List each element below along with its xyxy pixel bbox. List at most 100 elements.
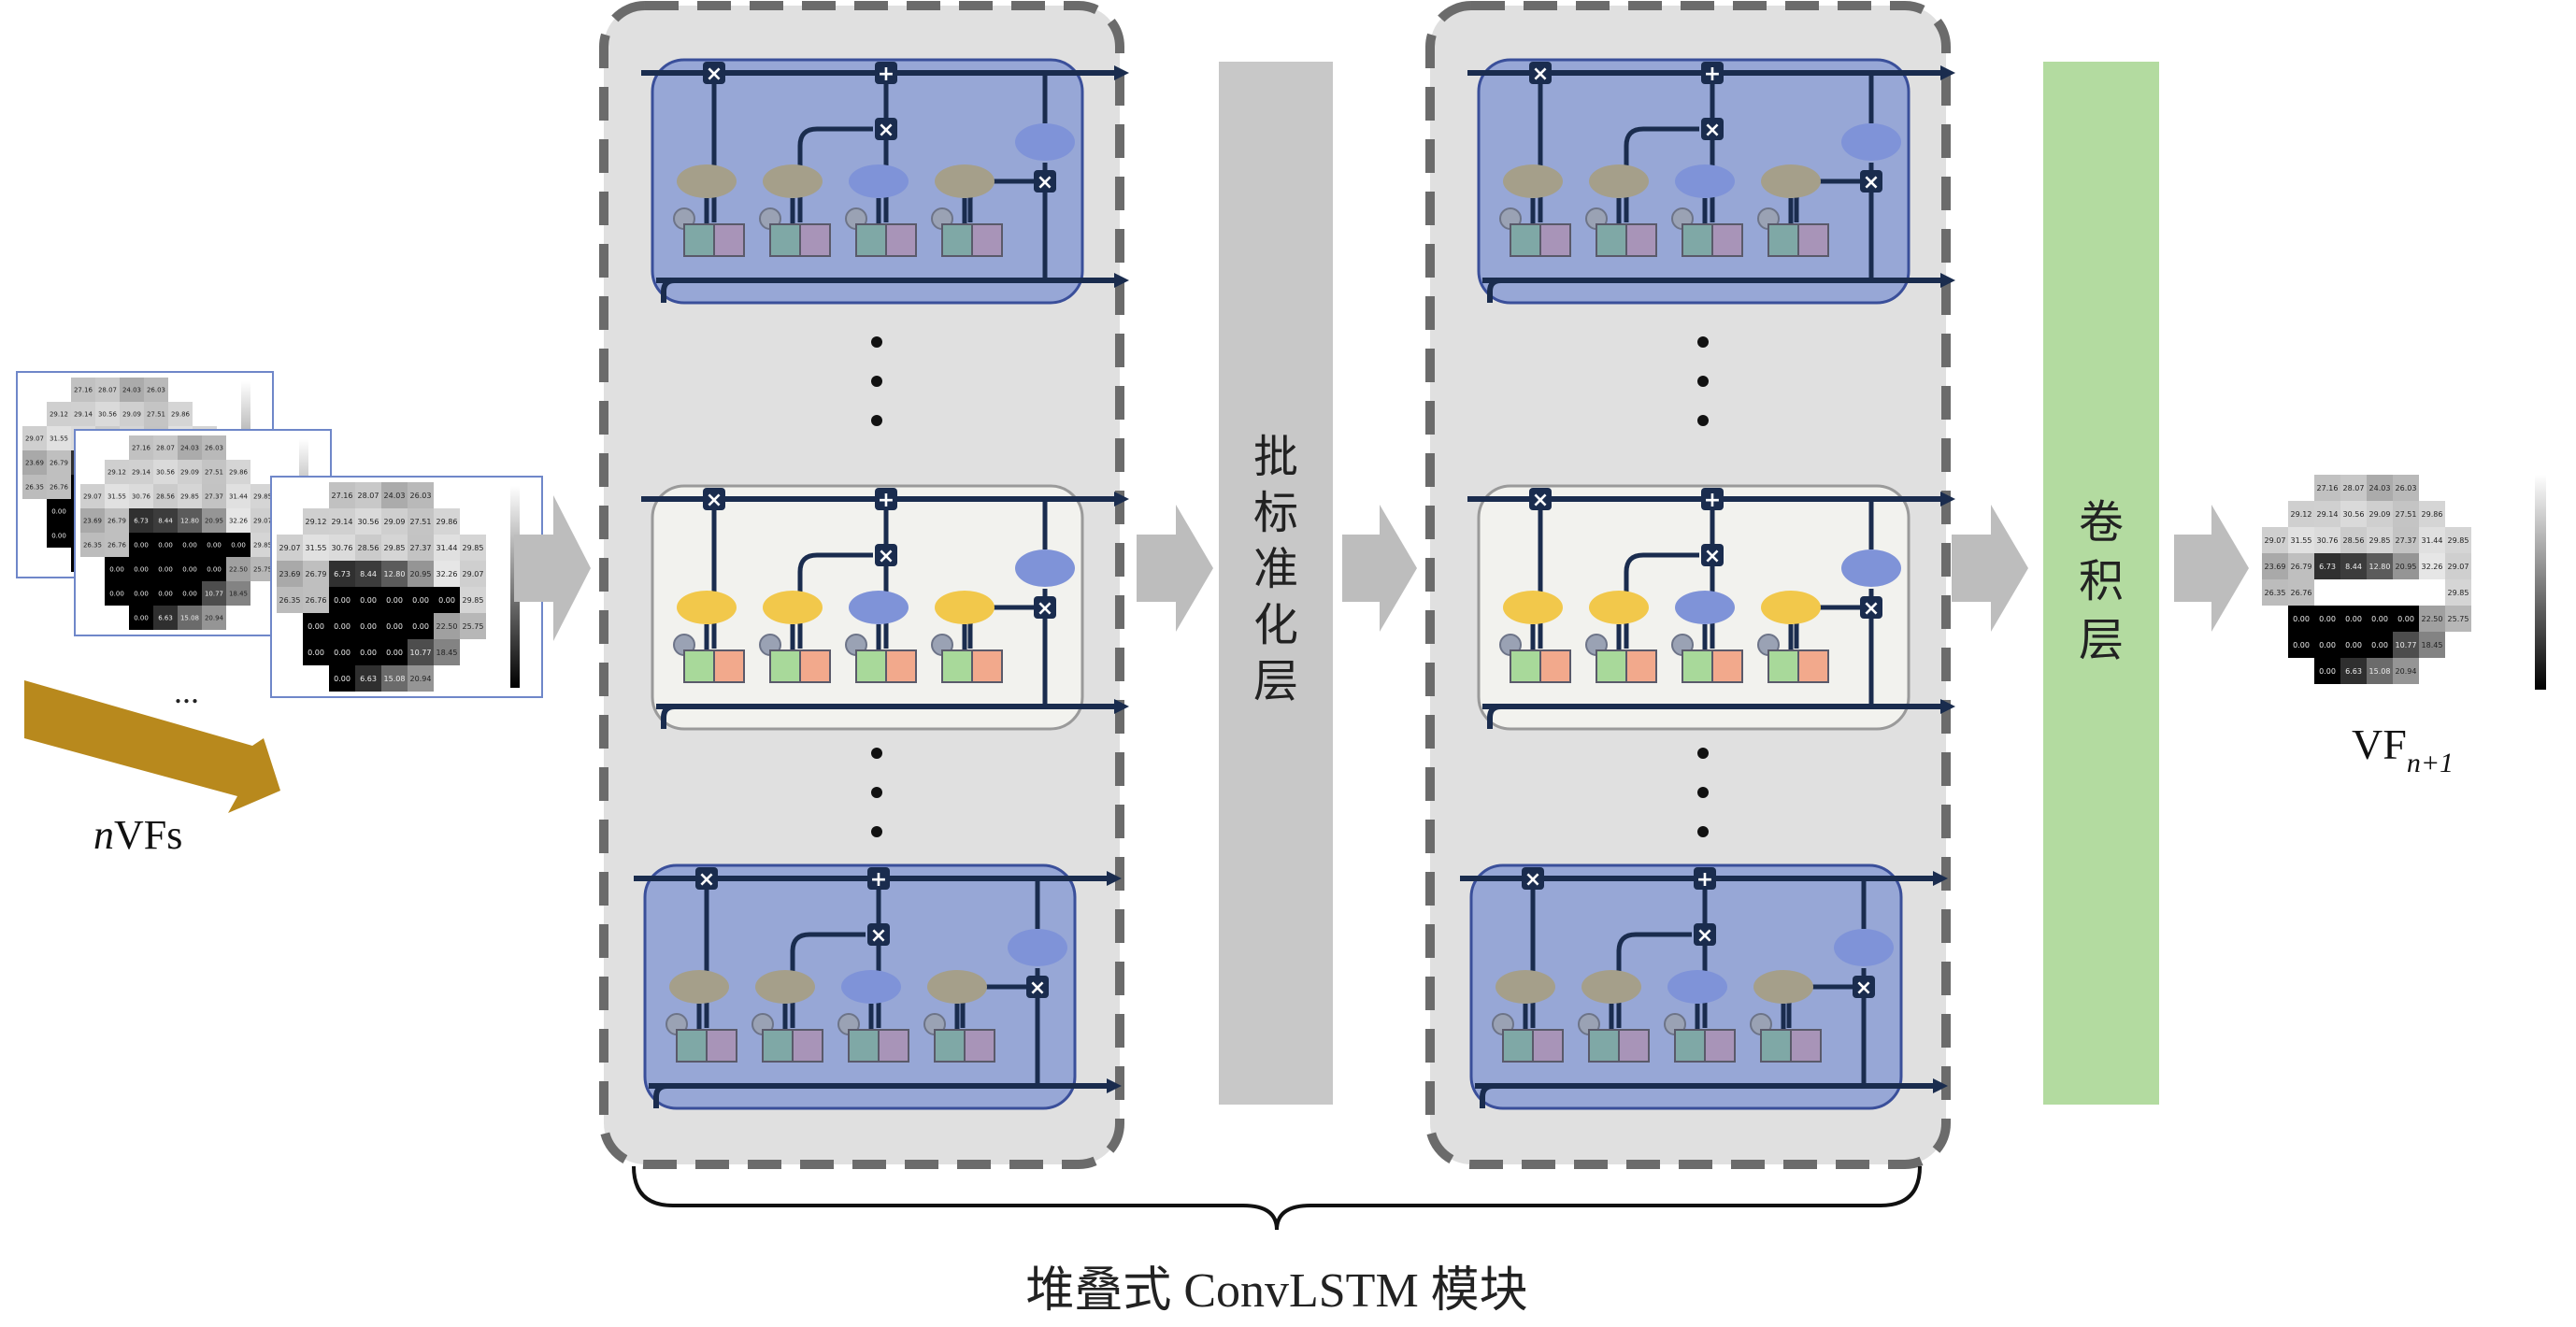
- vf-cell-value: 0.00: [134, 541, 149, 549]
- op-symbol: ×: [1696, 924, 1713, 948]
- vf-cell-value: 26.76: [50, 483, 69, 491]
- vf-cell-value: 12.80: [2369, 563, 2391, 571]
- vf-cell-value: 29.09: [384, 518, 406, 526]
- conv-input-box: [855, 649, 887, 683]
- vf-cell: [355, 639, 381, 665]
- vf-cell: [329, 587, 355, 613]
- vf-cell: [226, 557, 250, 581]
- conv-hidden-box: [713, 649, 745, 683]
- vf-cell-value: 23.69: [25, 459, 44, 466]
- vf-cell-value: 0.00: [360, 649, 377, 657]
- vf-cell: [178, 484, 202, 508]
- vf-cell-value: 31.44: [436, 544, 458, 552]
- vf-cell: [434, 508, 460, 535]
- vf-cell-value: 29.85: [2448, 536, 2469, 545]
- vf-cell: [303, 587, 329, 613]
- vf-cell: [2314, 475, 2340, 501]
- vf-cell: [202, 435, 226, 460]
- vf-cell: [71, 402, 95, 426]
- vf-cell: [434, 587, 460, 613]
- vf-cell-value: 25.75: [253, 565, 272, 573]
- vf-cell-value: 27.16: [2317, 484, 2339, 492]
- vf-cell-value: 8.44: [158, 517, 173, 524]
- cell-state-arrow: [1114, 65, 1129, 80]
- vf-cell-value: 30.56: [156, 468, 176, 476]
- vf-cell: [2419, 501, 2445, 527]
- vf-cell: [202, 533, 226, 557]
- gate-activation: [763, 164, 823, 198]
- vf-cell-value: 18.45: [2422, 641, 2443, 649]
- conv-hidden-box: [799, 223, 831, 257]
- vf-cell: [329, 639, 355, 665]
- gate-activation: [935, 164, 995, 198]
- vf-cell: [120, 378, 144, 402]
- conv-hidden-box: [971, 223, 1003, 257]
- vf-cell-value: 0.00: [308, 649, 324, 657]
- vf-cell-value: 29.14: [132, 468, 151, 476]
- conv-hidden-box: [964, 1029, 995, 1063]
- op-symbol: ×: [878, 119, 894, 142]
- vf-cell-value: 0.00: [386, 596, 403, 605]
- output-colorbar: [2535, 475, 2546, 690]
- vf-cell: [47, 499, 71, 523]
- vf-cell-value: 29.85: [180, 492, 199, 500]
- conv-input-box: [1682, 223, 1713, 257]
- vf-cell: [329, 482, 355, 508]
- vf-cell-value: 15.08: [180, 614, 199, 621]
- vf-cell: [460, 561, 486, 587]
- vf-cell: [47, 450, 71, 475]
- vf-cell-value: 0.00: [334, 596, 351, 605]
- vf-cell-value: 26.35: [25, 483, 44, 491]
- vf-cell-value: 24.03: [384, 492, 406, 500]
- vf-cell-value: 29.07: [2448, 563, 2469, 571]
- vf-cell: [105, 533, 129, 557]
- vf-cell: [95, 402, 120, 426]
- multiply-op-icon: [1529, 488, 1552, 510]
- candidate-path: [790, 932, 866, 1028]
- conv-hidden-box: [1625, 649, 1657, 683]
- vf-cell-value: 20.94: [410, 675, 432, 683]
- vf-cell-value: 0.00: [2319, 615, 2336, 623]
- batch-norm-layer: 批 标 准 化 层: [1219, 62, 1333, 1105]
- vf-cell-value: 29.85: [463, 596, 484, 605]
- vf-cell: [153, 484, 178, 508]
- vf-cell-value: 0.00: [334, 622, 351, 631]
- ellipsis-dot: [1697, 787, 1709, 798]
- vf-cell: [408, 613, 434, 639]
- vf-cell: [460, 613, 486, 639]
- vf-cell-value: 0.00: [438, 596, 455, 605]
- conv-hidden-box: [799, 649, 831, 683]
- conv-hidden-box: [1539, 649, 1571, 683]
- candidate-path: [1624, 126, 1699, 222]
- hidden-state-arrow: [1933, 1078, 1948, 1093]
- vf-cell-value: 0.00: [182, 590, 197, 597]
- conv-input-box: [762, 1029, 794, 1063]
- hidden-input-line: [1487, 278, 1502, 303]
- vf-cell: [2314, 527, 2340, 553]
- vf-cell: [226, 533, 250, 557]
- vf-cell-value: 27.37: [205, 492, 223, 500]
- gate-activation: [677, 591, 737, 624]
- op-symbol: +: [878, 63, 894, 86]
- multiply-op-icon: [1034, 170, 1056, 193]
- conv-input-box: [1674, 1029, 1706, 1063]
- vf-cell-value: 0.00: [109, 590, 124, 597]
- op-symbol: ×: [1704, 545, 1721, 568]
- vf-cell-value: 26.03: [205, 444, 223, 451]
- vf-cell-value: 26.76: [107, 541, 127, 549]
- gate-activation: [1753, 970, 1813, 1004]
- vf-cell: [153, 557, 178, 581]
- vf-cell-value: 29.12: [2291, 510, 2312, 519]
- vf-cell: [434, 639, 460, 665]
- vf-cell: [153, 581, 178, 606]
- vf-cell: [2262, 527, 2288, 553]
- vf-cell-value: 0.00: [134, 565, 149, 573]
- hidden-state-arrow: [1940, 699, 1955, 714]
- vf-cell: [434, 561, 460, 587]
- gate-activation: [1675, 164, 1735, 198]
- conv-hidden-box: [1532, 1029, 1564, 1063]
- vf-cell: [129, 606, 153, 630]
- vf-cell: [2262, 553, 2288, 579]
- vf-cell: [381, 482, 408, 508]
